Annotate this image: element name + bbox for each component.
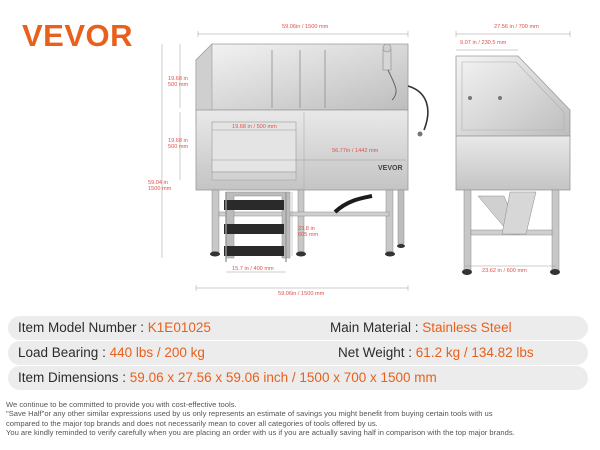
- svg-text:VEVOR: VEVOR: [378, 165, 403, 172]
- disclaimer-line: We continue to be committed to provide y…: [6, 400, 237, 409]
- side-dimension-lines: [455, 31, 571, 267]
- dims-value: 59.06 x 27.56 x 59.06 inch / 1500 x 700 …: [129, 370, 437, 385]
- side-wall-depth-label: 9.07 in / 230.5 mm: [460, 40, 507, 46]
- front-leg-height-label: 23.8 in 605 mm: [298, 226, 319, 238]
- weight-value: 61.2 kg / 134.82 lbs: [415, 345, 534, 360]
- vevor-logo: VEVOR: [22, 18, 134, 53]
- spec-weight: Net Weight : 61.2 kg / 134.82 lbs: [338, 345, 534, 360]
- front-dimension-lines: [161, 31, 409, 291]
- spec-dimensions: Item Dimensions : 59.06 x 27.56 x 59.06 …: [18, 370, 437, 385]
- model-label: Item Model Number :: [18, 320, 148, 335]
- side-width-top-label: 27.56 in / 700 mm: [494, 24, 539, 30]
- disclaimer-line: compared to the major top brands and doe…: [6, 418, 378, 428]
- spec-load: Load Bearing : 440 lbs / 200 kg: [18, 345, 205, 360]
- disclaimer-line: You are kindly reminded to verify carefu…: [6, 428, 515, 438]
- material-label: Main Material :: [330, 320, 423, 335]
- front-lower-height-label: 19.68 in 500 mm: [168, 138, 189, 150]
- front-width-top-label: 59.06in / 1500 mm: [282, 24, 329, 30]
- model-value: K1E01025: [147, 320, 211, 335]
- load-label: Load Bearing :: [18, 345, 110, 360]
- weight-label: Net Weight :: [338, 345, 416, 360]
- front-stairs-width-label: 15.7 in / 400 mm: [232, 266, 274, 272]
- disclaimer-line: "Save Half"or any other similar expressi…: [6, 409, 493, 419]
- front-step-width-label: 19.68 in / 500 mm: [232, 124, 277, 130]
- front-upper-height-label: 19.68 in 500 mm: [168, 76, 189, 88]
- load-value: 440 lbs / 200 kg: [109, 345, 205, 360]
- tub-front-view: VEVOR: [195, 43, 429, 262]
- spec-row-model: [8, 316, 588, 340]
- front-total-height-label: 59.04 in 1500 mm: [148, 180, 172, 192]
- disclaimer: We continue to be committed to provide y…: [6, 400, 596, 438]
- tub-side-view: [455, 55, 571, 275]
- front-width-bottom-label: 59.06in / 1500 mm: [278, 291, 325, 297]
- spec-row-load: [8, 341, 588, 365]
- spec-row-dimensions: [8, 366, 588, 390]
- spec-material: Main Material : Stainless Steel: [330, 320, 512, 335]
- product-drawing: VEVOR: [161, 31, 571, 291]
- front-basin-length-label: 56.77in / 1442 mm: [332, 148, 379, 154]
- side-width-bottom-label: 23.62 in / 600 mm: [482, 268, 527, 274]
- dims-label: Item Dimensions :: [18, 370, 130, 385]
- spec-model: Item Model Number : K1E01025: [18, 320, 211, 335]
- material-value: Stainless Steel: [422, 320, 512, 335]
